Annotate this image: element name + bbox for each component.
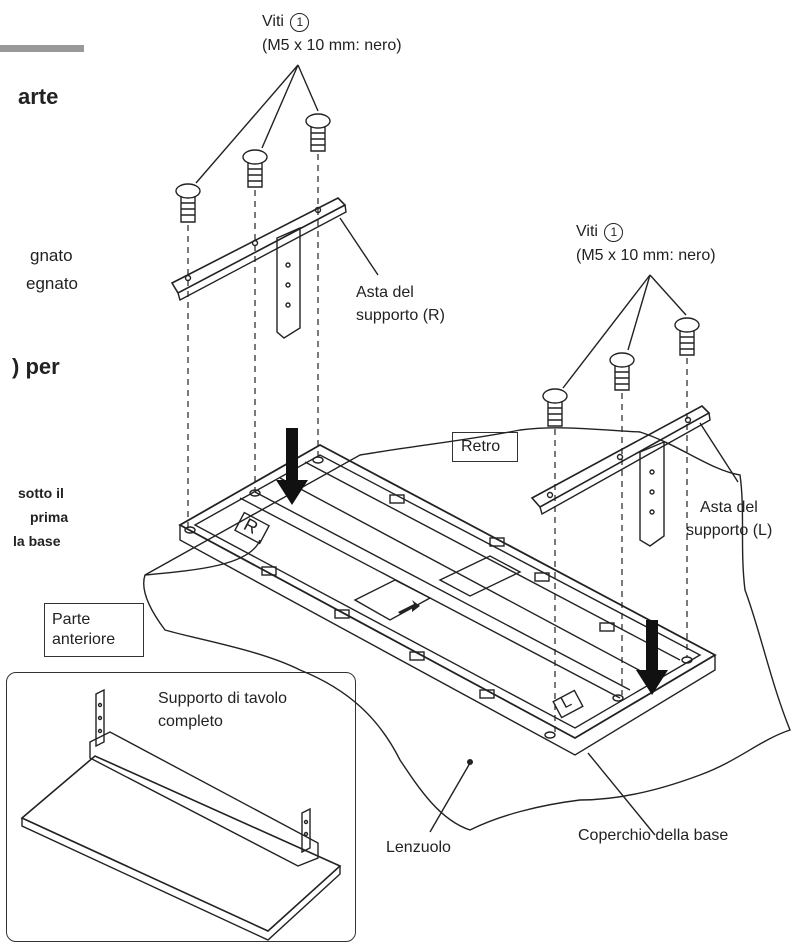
center-panel-back	[438, 555, 522, 597]
leader-screw-r3	[649, 274, 687, 316]
label-screws-top: Viti 1	[262, 12, 310, 32]
label-asta-r-2: supporto (R)	[356, 307, 445, 324]
rail-3	[279, 477, 651, 677]
leader-asta-l	[699, 422, 739, 483]
header-rule	[0, 45, 84, 52]
slot-5	[334, 609, 350, 619]
down-arrow-right	[636, 620, 668, 695]
label-retro: Retro	[461, 438, 501, 455]
inset-completed-stand-box	[6, 672, 356, 942]
label-asta-r-1: Asta del	[356, 284, 414, 301]
screw-icon	[175, 183, 201, 223]
center-panel-front	[353, 579, 432, 621]
slot-4	[261, 566, 277, 576]
rail-4	[304, 461, 681, 661]
lenzuolo-dot	[467, 759, 473, 765]
label-asta-l-1: Asta del	[700, 499, 758, 516]
rod-l-post	[639, 440, 665, 547]
label-parte-anteriore-2: anteriore	[52, 631, 116, 648]
rod-l-post-hole-1	[649, 469, 655, 475]
slot-1	[389, 494, 405, 504]
screw-icon	[305, 113, 331, 152]
label-supporto-1: Supporto di tavolo	[158, 690, 287, 707]
circled-number-icon: 1	[604, 223, 624, 242]
label-asta-l-2: supporto (L)	[686, 522, 773, 539]
body-text-line-1: gnato	[30, 246, 73, 265]
circled-number-icon: 1	[290, 13, 310, 32]
rod-l-hole-2	[616, 453, 624, 461]
slot-3	[534, 572, 550, 582]
leader-coperchio	[587, 752, 656, 836]
label-parte-anteriore-1: Parte	[52, 611, 91, 628]
mark-l-box	[552, 689, 584, 719]
label-screws-right: Viti 1	[576, 222, 624, 242]
slot-6	[409, 651, 425, 661]
section-heading-fragment: arte	[18, 84, 59, 109]
screw-icon	[609, 352, 635, 391]
screw-icon	[674, 317, 700, 356]
label-retro-box	[452, 432, 518, 462]
rail-2	[254, 491, 631, 691]
rod-l-bar-edge	[539, 412, 711, 516]
leader-screw-r1	[562, 274, 651, 389]
leader-screw-r2	[627, 274, 651, 351]
base-cover-inner	[193, 454, 702, 729]
mark-r-box	[233, 511, 271, 545]
rod-l-post-hole-3	[649, 509, 655, 515]
label-parte-anteriore-box	[44, 603, 144, 657]
leader-asta-r	[339, 217, 379, 276]
screw-icon	[542, 388, 568, 427]
slot-7	[479, 689, 495, 699]
note-line-2: prima	[30, 509, 69, 525]
rod-l-post-hole-2	[649, 489, 655, 495]
screw-icon	[242, 149, 268, 188]
label-coperchio: Coperchio della base	[578, 827, 729, 844]
base-hole-1	[184, 526, 196, 534]
down-arrow-left	[276, 428, 308, 505]
sheet-outline	[143, 427, 791, 831]
slot-8	[599, 622, 615, 632]
label-screws-right-spec: (M5 x 10 mm: nero)	[576, 247, 716, 264]
rod-r-bar-edge	[177, 204, 347, 302]
rod-r-post-hole-1	[285, 262, 291, 268]
label-screws-top-spec: (M5 x 10 mm: nero)	[262, 37, 402, 54]
subheading-fragment: ) per	[12, 354, 60, 379]
front-arrow	[398, 600, 420, 614]
body-text-line-2: egnato	[26, 274, 78, 293]
rod-l-hole-3	[684, 416, 692, 424]
label-supporto-2: completo	[158, 713, 223, 730]
note-line-3: la base	[13, 533, 61, 549]
leader-screw-l1	[195, 64, 299, 184]
rod-l-hole-1	[546, 491, 554, 499]
label-screws-top-text: Viti	[262, 13, 284, 30]
base-hole-5	[612, 694, 624, 702]
base-cover-thickness	[179, 525, 716, 756]
label-lenzuolo: Lenzuolo	[386, 839, 451, 856]
leader-screw-l3	[297, 64, 319, 112]
note-line-1: sotto il	[18, 485, 64, 501]
base-hole-4	[544, 731, 556, 739]
rod-r-post	[276, 226, 301, 339]
label-screws-right-text: Viti	[576, 223, 598, 240]
slot-2	[489, 537, 505, 547]
leader-screw-l2	[261, 64, 299, 149]
leader-lenzuolo	[429, 762, 471, 833]
rod-r-post-hole-3	[285, 302, 291, 308]
rod-r-post-hole-2	[285, 282, 291, 288]
